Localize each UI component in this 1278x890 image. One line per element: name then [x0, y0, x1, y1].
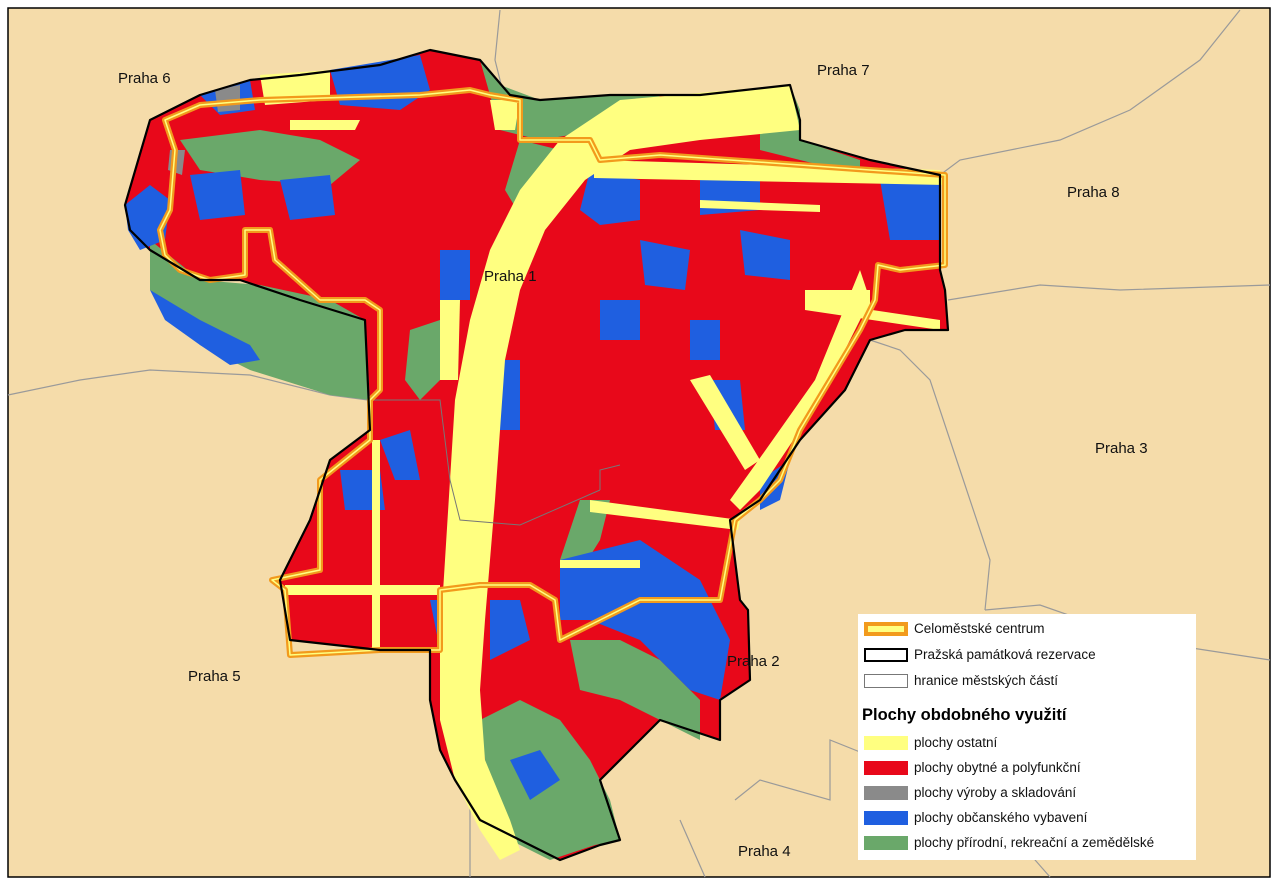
- civic-area: [150, 290, 260, 365]
- civic-area: [690, 320, 720, 360]
- district-label-praha6: Praha 6: [118, 70, 171, 87]
- boundary-line: [939, 9, 1241, 176]
- road: [372, 440, 380, 650]
- boundary-line: [869, 339, 991, 611]
- legend-label-production: plochy výroby a skladování: [914, 785, 1077, 800]
- natural-area: [180, 130, 360, 185]
- civic-area: [640, 240, 690, 290]
- natural-area: [570, 640, 700, 740]
- district-label-praha1: Praha 1: [484, 268, 537, 285]
- district-label-praha2: Praha 2: [727, 653, 780, 670]
- natural-area: [405, 320, 440, 400]
- legend-label-civic: plochy občanského vybavení: [914, 810, 1088, 825]
- road: [594, 160, 945, 185]
- boundary-line: [7, 369, 369, 401]
- civic-area: [440, 250, 470, 300]
- road: [590, 500, 740, 530]
- legend-item-natural: plochy přírodní, rekreační a zemědělské: [858, 832, 1196, 854]
- road: [805, 300, 940, 330]
- road: [290, 120, 360, 130]
- civic-area: [700, 180, 760, 215]
- legend-label-districts: hranice městských částí: [914, 673, 1059, 688]
- road: [285, 585, 440, 595]
- boundary-line: [679, 819, 706, 878]
- natural-area: [150, 240, 370, 400]
- civic-area: [740, 230, 790, 280]
- boundary-line: [599, 464, 621, 490]
- reservation-outline: [123, 48, 950, 862]
- island: [440, 300, 460, 380]
- legend-swatch-other: [864, 736, 908, 750]
- legend-item-districts: hranice městských částí: [858, 670, 1196, 692]
- legend-swatch-production: [864, 786, 908, 800]
- legend-item-centre: Celoměstské centrum: [858, 618, 1196, 640]
- legend-label-natural: plochy přírodní, rekreační a zemědělské: [914, 835, 1155, 850]
- road: [690, 375, 760, 470]
- civic-area: [880, 180, 940, 240]
- inner-boundaries: [370, 399, 621, 526]
- legend-label-reservation: Pražská památková rezervace: [914, 647, 1096, 662]
- legend-swatch-reservation: [864, 648, 908, 662]
- legend-swatch-civic: [864, 811, 908, 825]
- legend-label-centre: Celoměstské centrum: [914, 621, 1045, 636]
- district-label-praha8: Praha 8: [1067, 184, 1120, 201]
- civic-area: [560, 540, 730, 700]
- legend-label-residential: plochy obytné a polyfunkční: [914, 760, 1081, 775]
- district-label-praha4: Praha 4: [738, 843, 791, 860]
- civic-area: [580, 170, 640, 225]
- legend-item-residential: plochy obytné a polyfunkční: [858, 757, 1196, 779]
- civic-area: [500, 360, 520, 430]
- legend-swatch-natural: [864, 836, 908, 850]
- civic-area: [380, 430, 420, 480]
- reservation-fill-west: [125, 50, 948, 860]
- legend-swatch-districts: [864, 674, 908, 688]
- district-label-praha5: Praha 5: [188, 668, 241, 685]
- district-label-praha7: Praha 7: [817, 62, 870, 79]
- civic-area: [510, 750, 560, 800]
- legend-title: Plochy obdobného využití: [862, 706, 1067, 724]
- legend-swatch-centre: [864, 622, 908, 636]
- civic-area: [490, 600, 530, 660]
- road: [700, 200, 820, 212]
- legend-item-other: plochy ostatní: [858, 732, 1196, 754]
- civic-area: [600, 300, 640, 340]
- river-vltava: [440, 85, 800, 860]
- reservation-area: [125, 50, 948, 860]
- legend-item-reservation: Pražská památková rezervace: [858, 644, 1196, 666]
- centre-outline-inner: [159, 89, 946, 656]
- civic-area: [280, 175, 335, 220]
- map-legend: Celoměstské centrum Pražská památková re…: [858, 614, 1196, 860]
- boundary-line: [370, 399, 601, 526]
- road: [560, 560, 640, 568]
- legend-item-production: plochy výroby a skladování: [858, 782, 1196, 804]
- road: [490, 100, 520, 130]
- legend-swatch-residential: [864, 761, 908, 775]
- legend-item-civic: plochy občanského vybavení: [858, 807, 1196, 829]
- boundary-line: [947, 284, 1271, 301]
- road: [730, 270, 870, 510]
- legend-label-other: plochy ostatní: [914, 735, 998, 750]
- civic-area: [190, 170, 245, 220]
- district-label-praha3: Praha 3: [1095, 440, 1148, 457]
